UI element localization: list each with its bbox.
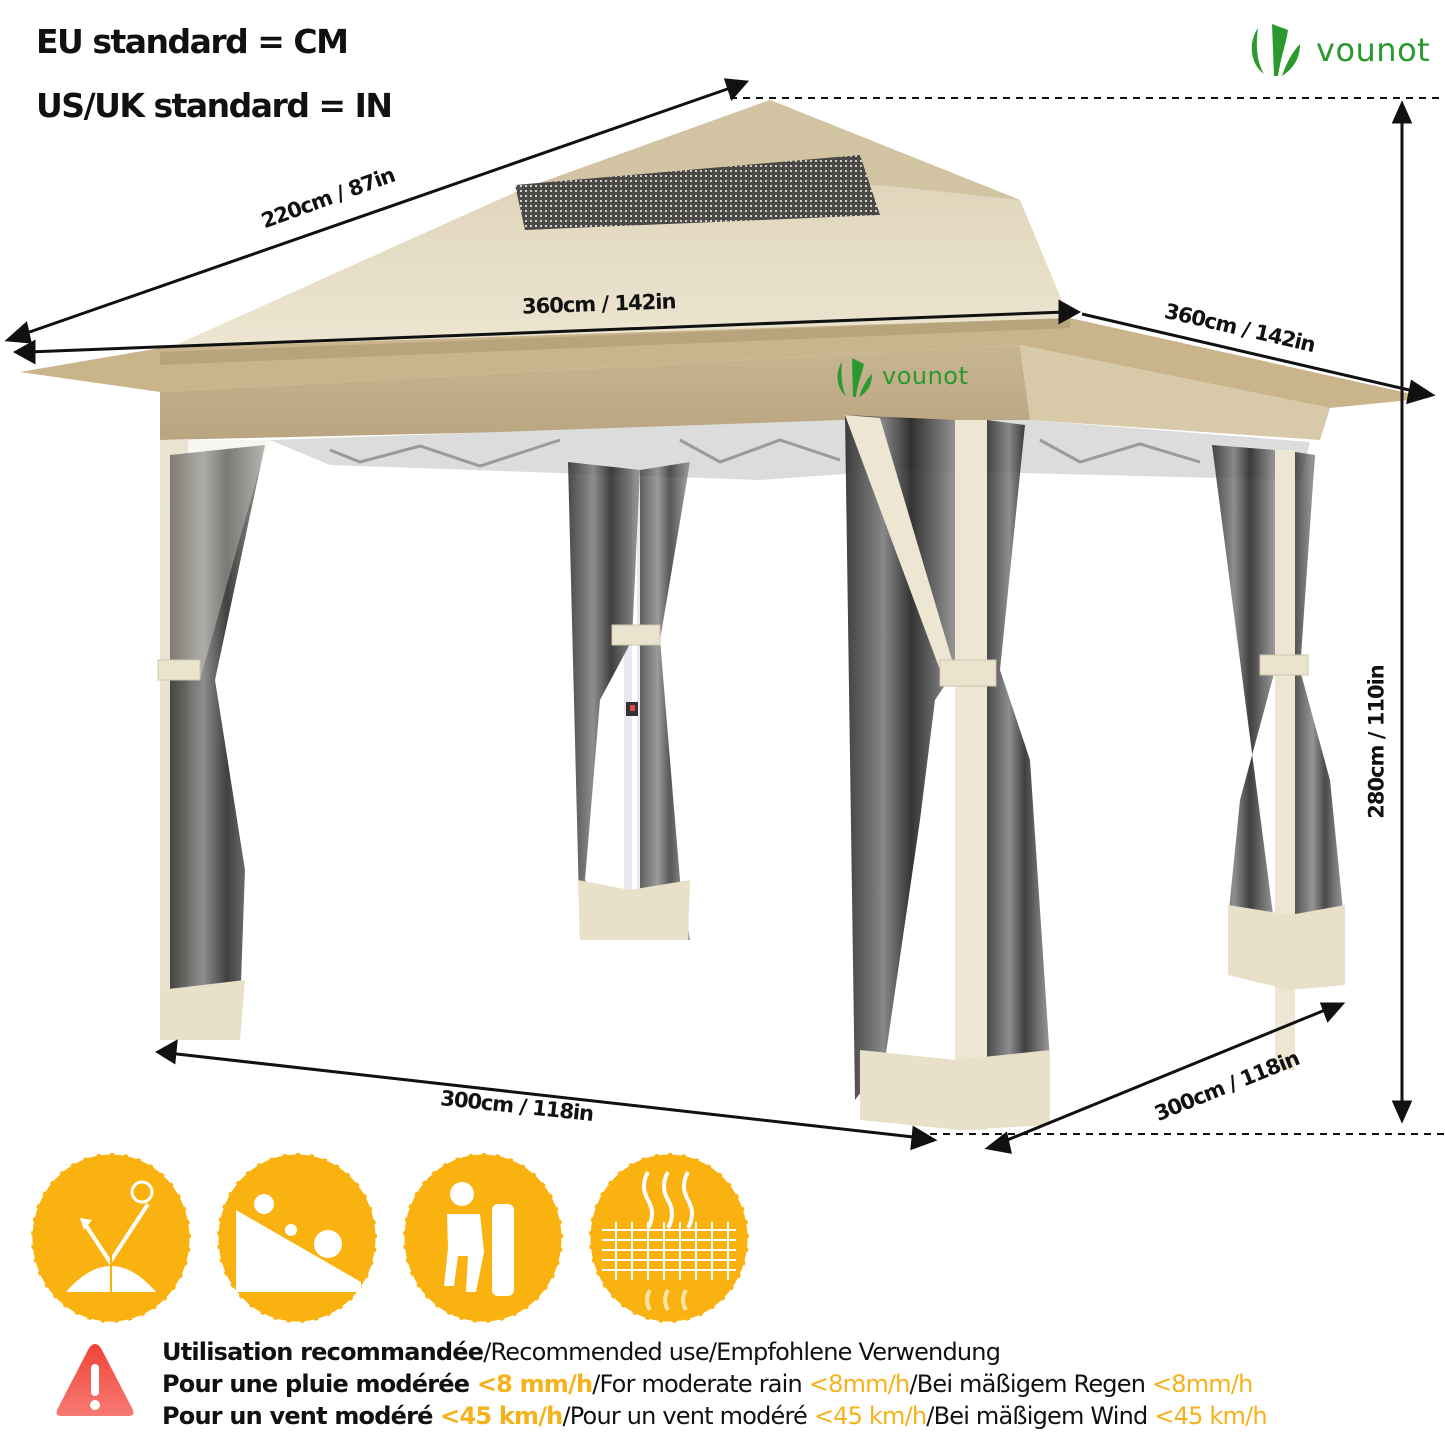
rain-limit-line: Pour une pluie modérée <8 mm/h/For moder… <box>162 1368 1253 1400</box>
feature-icons-row <box>30 1152 750 1324</box>
wind-en-value: <45 km/h <box>813 1402 927 1430</box>
waterproof-icon <box>216 1152 378 1324</box>
brand-logo: vounot <box>1246 22 1430 78</box>
dim-height: 280cm / 110in <box>1364 665 1389 819</box>
recommended-use-en-de: /Recommended use/Empfohlene Verwendung <box>483 1338 1001 1366</box>
wind-de-value: <45 km/h <box>1154 1402 1267 1430</box>
wind-en-label: /Pour un vent modéré <box>562 1402 814 1430</box>
brand-name: vounot <box>1316 31 1431 69</box>
warning-triangle-icon <box>56 1344 134 1416</box>
recommended-use-line: Utilisation recommandée/Recommended use/… <box>162 1336 1001 1368</box>
recommended-use-fr: Utilisation recommandée <box>162 1338 484 1366</box>
rain-en-label: /For moderate rain <box>592 1370 809 1398</box>
wind-limit-line: Pour un vent modéré <45 km/h/Pour un ven… <box>162 1400 1268 1432</box>
rain-en-value: <8mm/h <box>808 1370 910 1398</box>
uv-protection-icon <box>30 1152 192 1324</box>
canopy-logo-icon <box>837 358 872 397</box>
us-standard-label: US/UK standard = IN <box>36 86 393 125</box>
rain-fr-value: <8 mm/h <box>476 1370 593 1398</box>
breathable-fabric-icon <box>588 1152 750 1324</box>
wind-fr-label: Pour un vent modéré <box>162 1402 441 1430</box>
rain-de-value: <8mm/h <box>1151 1370 1253 1398</box>
wind-de-label: /Bei mäßigem Wind <box>926 1402 1155 1430</box>
leaf-logo-icon <box>1251 24 1300 76</box>
rain-de-label: /Bei mäßigem Regen <box>909 1370 1152 1398</box>
easy-setup-icon <box>402 1152 564 1324</box>
wind-fr-value: <45 km/h <box>440 1402 563 1430</box>
rain-fr-label: Pour une pluie modérée <box>162 1370 477 1398</box>
canopy-brand-name: vounot <box>882 362 969 390</box>
eu-standard-label: EU standard = CM <box>36 22 349 61</box>
